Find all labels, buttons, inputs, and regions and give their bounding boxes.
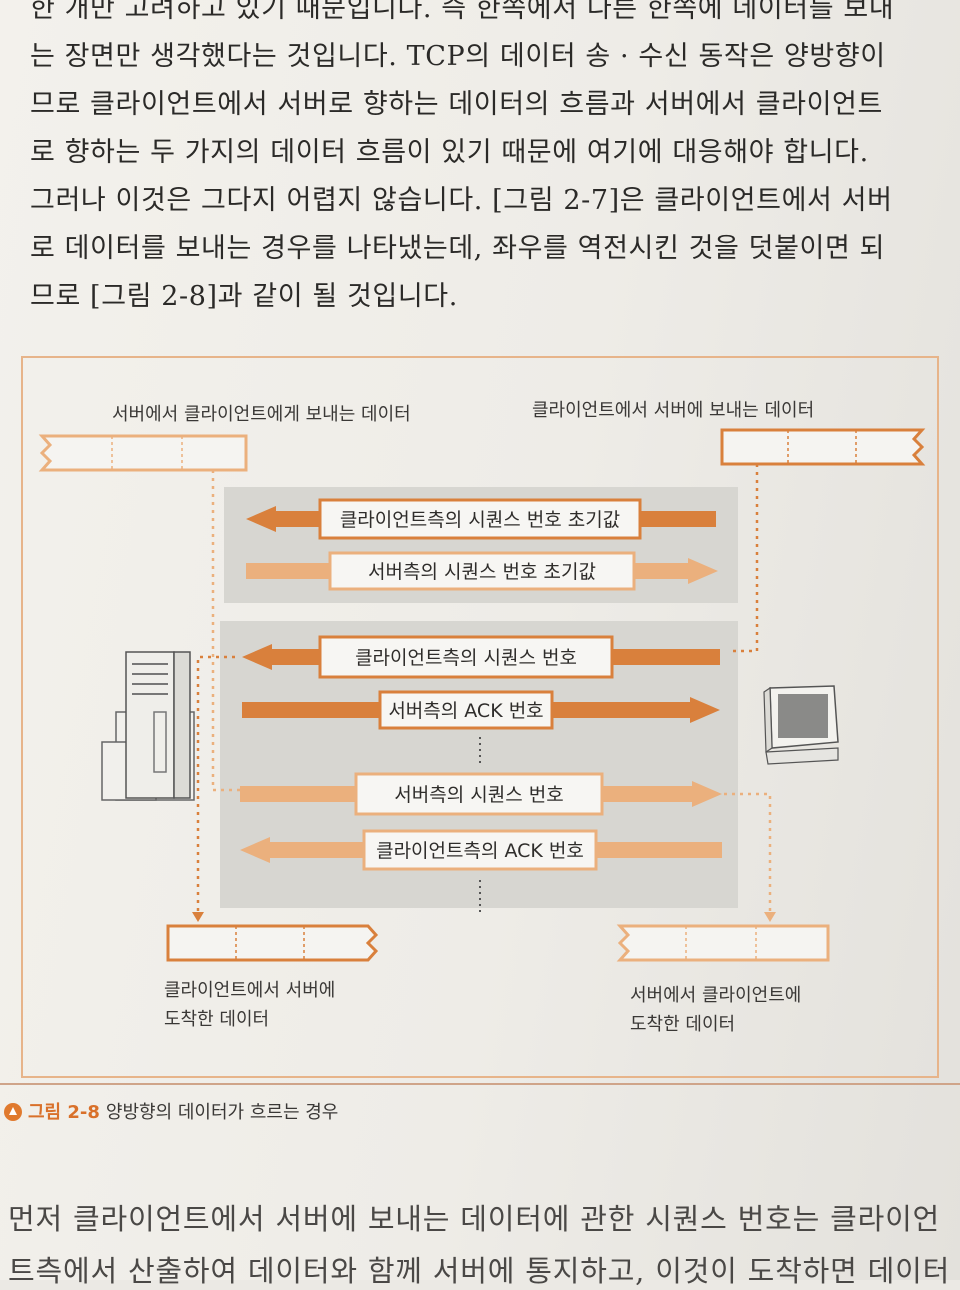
tcp-bidirectional-figure: 서버에서 클라이언트에게 보내는 데이터 클라이언트에서 서버에 보내는 데이터	[21, 356, 939, 1078]
buffer-client-send	[720, 428, 926, 466]
caption-triangle-icon	[4, 1103, 22, 1121]
label-bottom-left-line1: 클라이언트에서 서버에	[164, 980, 335, 1001]
label-top-left: 서버에서 클라이언트에게 보내는 데이터	[112, 404, 411, 425]
caption-rule	[0, 1083, 960, 1085]
arrow-label-box	[362, 829, 598, 871]
sequence-arrow: 클라이언트측의 시퀀스 번호	[242, 635, 720, 679]
buffer-server-send	[38, 434, 248, 472]
text-line: 로 향하는 두 가지의 데이터 흐름이 있기 때문에 여기에 대응해야 합니다.	[30, 137, 869, 168]
arrow-label-box	[378, 690, 554, 730]
arrow-label: 클라이언트측의 ACK 번호	[376, 840, 584, 862]
label-top-right: 클라이언트에서 서버에 보내는 데이터	[532, 400, 814, 421]
sequence-arrow: 서버측의 ACK 번호	[242, 690, 720, 730]
computer-icon	[763, 685, 839, 765]
text-line: 먼저 클라이언트에서 서버에 보내는 데이터에 관한 시퀀스 번호는 클라이언	[8, 1202, 941, 1236]
arrow-label-box	[318, 498, 642, 540]
arrow-label: 클라이언트측의 시퀀스 번호 초기값	[340, 509, 620, 531]
sequence-arrow: 클라이언트측의 시퀀스 번호 초기값	[246, 498, 716, 540]
sequence-arrow: 클라이언트측의 ACK 번호	[240, 829, 722, 871]
label-bottom-left-line2: 도착한 데이터	[164, 1009, 269, 1030]
arrow-label-box	[328, 551, 636, 591]
arrow-label-box	[354, 772, 604, 816]
caption-number: 그림 2-8	[28, 1102, 100, 1123]
server-icon	[101, 651, 195, 801]
sequence-arrow: 서버측의 시퀀스 번호	[240, 772, 722, 816]
text-line: 므로 [그림 2-8]과 같이 될 것입니다.	[30, 281, 458, 312]
arrow-label: 클라이언트측의 시퀀스 번호	[355, 647, 577, 669]
figure-frame	[21, 356, 939, 1078]
arrowhead	[764, 912, 776, 922]
text-line: 므로 클라이언트에서 서버로 향하는 데이터의 흐름과 서버에서 클라이언트	[30, 89, 883, 120]
caption-text: 양방향의 데이터가 흐르는 경우	[105, 1102, 339, 1123]
buffer-server-to-client-arrived	[616, 924, 830, 962]
sequence-arrow: 서버측의 시퀀스 번호 초기값	[246, 551, 718, 591]
text-line: 한 개만 고려하고 있기 때문입니다. 즉 한쪽에서 다른 한쪽에 데이터를 보…	[30, 0, 895, 24]
arrow-label: 서버측의 ACK 번호	[388, 700, 543, 722]
label-bottom-right-line2: 도착한 데이터	[630, 1014, 735, 1035]
arrow-label: 서버측의 시퀀스 번호	[394, 784, 563, 806]
arrow-label-box	[318, 635, 614, 679]
label-bottom-right-line1: 서버에서 클라이언트에	[630, 985, 801, 1006]
text-line: 로 데이터를 보내는 경우를 나타냈는데, 좌우를 역전시킨 것을 덧붙이면 되	[30, 233, 886, 264]
buffer-client-to-server-arrived	[166, 924, 379, 962]
connectors	[196, 464, 772, 912]
arrowhead	[192, 912, 204, 922]
text-line: 트측에서 산출하여 데이터와 함께 서버에 통지하고, 이것이 도착하면 데이터	[8, 1254, 951, 1288]
arrow-label: 서버측의 시퀀스 번호 초기값	[368, 561, 596, 583]
text-line: 그러나 이것은 그다지 어렵지 않습니다. [그림 2-7]은 클라이언트에서 …	[30, 185, 893, 216]
text-line: 는 장면만 생각했다는 것입니다. TCP의 데이터 송 · 수신 동작은 양방…	[30, 41, 886, 72]
